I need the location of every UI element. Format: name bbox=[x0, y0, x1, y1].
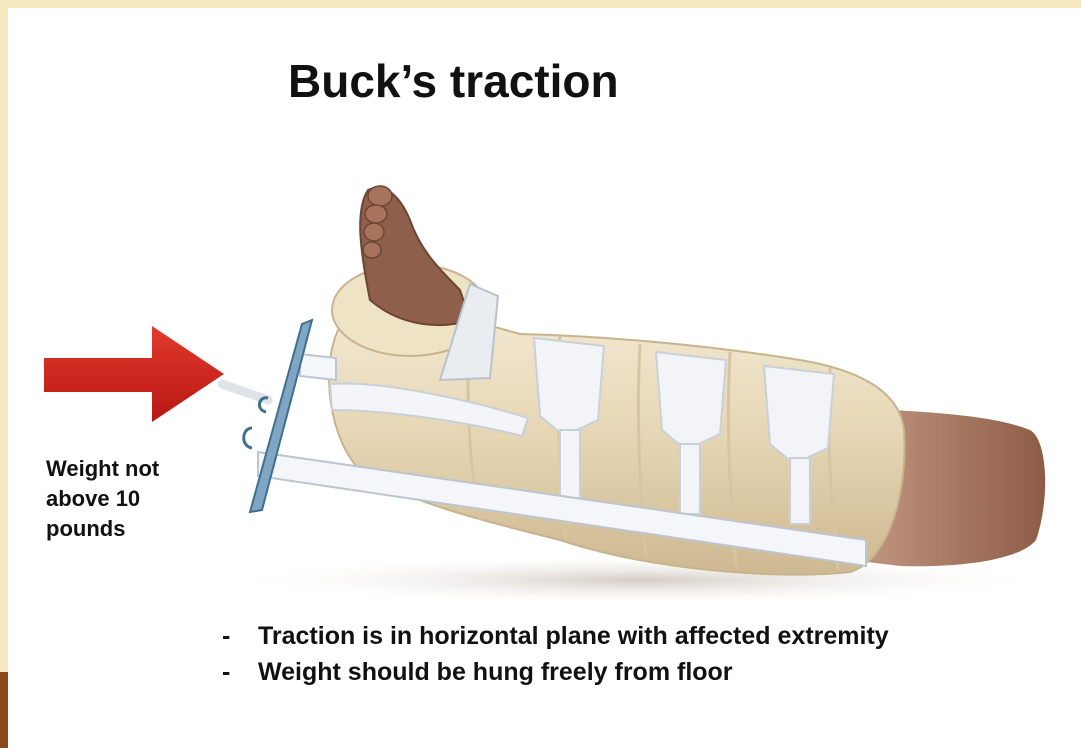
list-item: -Traction is in horizontal plane with af… bbox=[222, 618, 889, 654]
traction-upper-bar bbox=[300, 354, 336, 380]
list-item: -Weight should be hung freely from floor bbox=[222, 654, 889, 690]
bullet-text: Traction is in horizontal plane with aff… bbox=[258, 622, 889, 650]
weight-limit-note: Weight not above 10 pounds bbox=[46, 454, 236, 544]
traction-cord bbox=[222, 384, 268, 400]
diagram-title: Buck’s traction bbox=[288, 54, 619, 108]
traction-direction-arrow bbox=[44, 326, 224, 422]
bullet-marker: - bbox=[222, 618, 258, 654]
bullet-marker: - bbox=[222, 654, 258, 690]
bullet-text: Weight should be hung freely from floor bbox=[258, 658, 733, 686]
key-points-list: -Traction is in horizontal plane with af… bbox=[222, 618, 889, 690]
spreader-lower-hook bbox=[244, 428, 252, 448]
